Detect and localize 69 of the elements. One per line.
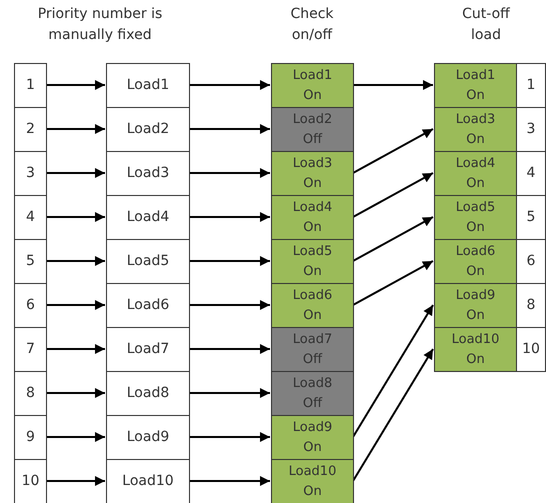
arrow <box>352 260 434 306</box>
load-box: Load5 <box>106 239 190 284</box>
arrow <box>353 80 433 90</box>
arrow <box>46 256 105 266</box>
priority-box: 6 <box>14 283 47 328</box>
priority-box: 4 <box>14 195 47 240</box>
status-box: Load6 On <box>271 283 354 328</box>
priority-box: 10 <box>14 459 47 503</box>
status-box: Load10 On <box>434 327 517 372</box>
arrow <box>46 124 105 134</box>
priority-box: 9 <box>14 415 47 460</box>
load-box: Load2 <box>106 107 190 152</box>
priority-box: 1 <box>516 63 546 108</box>
priority-box: 1 <box>14 63 47 108</box>
load-box: Load7 <box>106 327 190 372</box>
arrow <box>189 168 270 178</box>
arrow <box>46 80 105 90</box>
arrow <box>352 172 434 218</box>
status-box: Load1 On <box>271 63 354 108</box>
status-box: Load2 Off <box>271 107 354 152</box>
arrow <box>189 124 270 134</box>
priority-box: 5 <box>14 239 47 284</box>
arrow <box>46 300 105 310</box>
arrow <box>189 256 270 266</box>
arrow <box>352 128 434 174</box>
arrow <box>189 388 270 398</box>
load-box: Load8 <box>106 371 190 416</box>
status-box: Load4 On <box>271 195 354 240</box>
arrow <box>189 432 270 442</box>
status-box: Load10 On <box>271 459 354 503</box>
arrow <box>189 300 270 310</box>
column-heading: Priority number is manually fixed <box>36 5 164 45</box>
arrow <box>189 212 270 222</box>
status-box: Load8 Off <box>271 371 354 416</box>
load-box: Load3 <box>106 151 190 196</box>
priority-box: 10 <box>516 327 546 372</box>
arrow <box>46 388 105 398</box>
arrow <box>46 344 105 354</box>
arrow <box>189 476 270 486</box>
arrow <box>46 212 105 222</box>
status-box: Load7 Off <box>271 327 354 372</box>
column-heading: Check on/off <box>289 5 335 45</box>
status-box: Load3 On <box>434 107 517 152</box>
priority-box: 8 <box>14 371 47 416</box>
status-box: Load5 On <box>271 239 354 284</box>
status-box: Load5 On <box>434 195 517 240</box>
status-box: Load1 On <box>434 63 517 108</box>
status-box: Load4 On <box>434 151 517 196</box>
priority-box: 7 <box>14 327 47 372</box>
arrow <box>352 216 434 262</box>
load-box: Load4 <box>106 195 190 240</box>
arrow <box>189 80 270 90</box>
column-heading: Cut-off load <box>461 5 511 45</box>
priority-box: 3 <box>14 151 47 196</box>
load-box: Load6 <box>106 283 190 328</box>
status-box: Load9 On <box>434 283 517 328</box>
arrow <box>46 476 105 486</box>
arrow <box>46 168 105 178</box>
priority-box: 2 <box>14 107 47 152</box>
load-box: Load1 <box>106 63 190 108</box>
status-box: Load3 On <box>271 151 354 196</box>
arrow <box>352 348 434 482</box>
load-box: Load10 <box>106 459 190 503</box>
status-box: Load9 On <box>271 415 354 460</box>
arrow <box>189 344 270 354</box>
arrow <box>352 304 434 438</box>
arrow <box>46 432 105 442</box>
status-box: Load6 On <box>434 239 517 284</box>
load-box: Load9 <box>106 415 190 460</box>
